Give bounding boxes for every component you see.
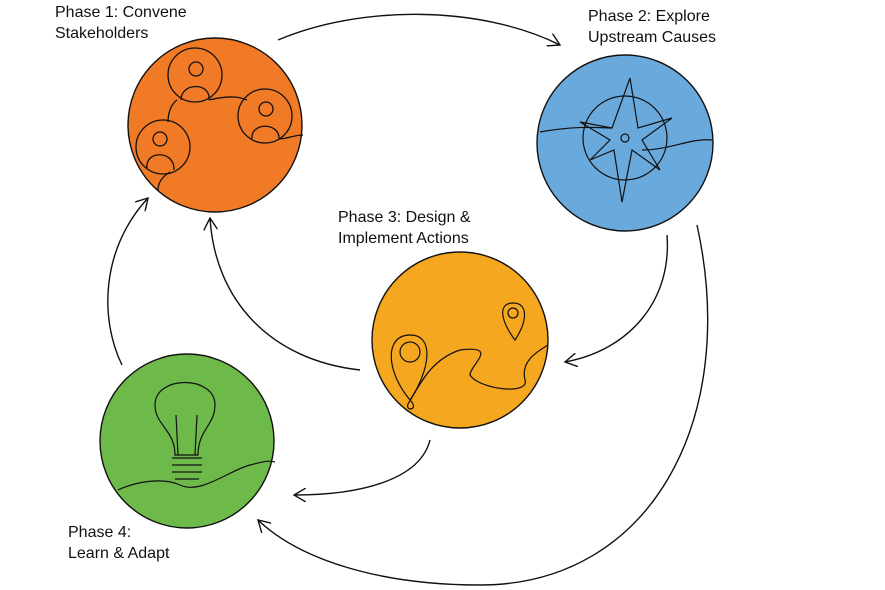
phase1-label: Phase 1: Convene Stakeholders bbox=[55, 2, 187, 44]
phase2-subtitle: Upstream Causes bbox=[588, 29, 717, 46]
phase1-subtitle: Stakeholders bbox=[55, 25, 149, 42]
compass-icon bbox=[539, 77, 713, 203]
people-icon bbox=[135, 47, 304, 191]
arrow-phase2-to-phase3 bbox=[565, 234, 669, 362]
phase1-circle bbox=[127, 37, 304, 213]
phase2-title: Phase 2: Explore bbox=[588, 8, 710, 25]
phase4-subtitle: Learn & Adapt bbox=[68, 545, 170, 562]
arrow-phase3-to-phase1 bbox=[210, 218, 361, 371]
arrow-phase3-to-phase4 bbox=[294, 439, 431, 495]
phase2-circle bbox=[536, 54, 714, 232]
phase3-title: Phase 3: Design & bbox=[338, 209, 471, 226]
arrow-phase1-to-phase2 bbox=[277, 13, 560, 45]
phase2-label: Phase 2: Explore Upstream Causes bbox=[588, 6, 716, 48]
arrow-phase4-to-phase1 bbox=[107, 198, 148, 366]
arrow-phase2-to-phase4 bbox=[258, 224, 709, 586]
map-pins-icon bbox=[390, 302, 549, 410]
phase3-label: Phase 3: Design & Implement Actions bbox=[338, 207, 471, 249]
phase4-circle bbox=[99, 353, 276, 529]
lightbulb-icon bbox=[117, 382, 276, 491]
phase1-title: Phase 1: Convene bbox=[55, 4, 187, 21]
phase3-subtitle: Implement Actions bbox=[338, 230, 469, 247]
phase3-circle bbox=[371, 251, 549, 429]
phase4-title: Phase 4: bbox=[68, 524, 132, 541]
phase4-label: Phase 4: Learn & Adapt bbox=[68, 522, 169, 564]
